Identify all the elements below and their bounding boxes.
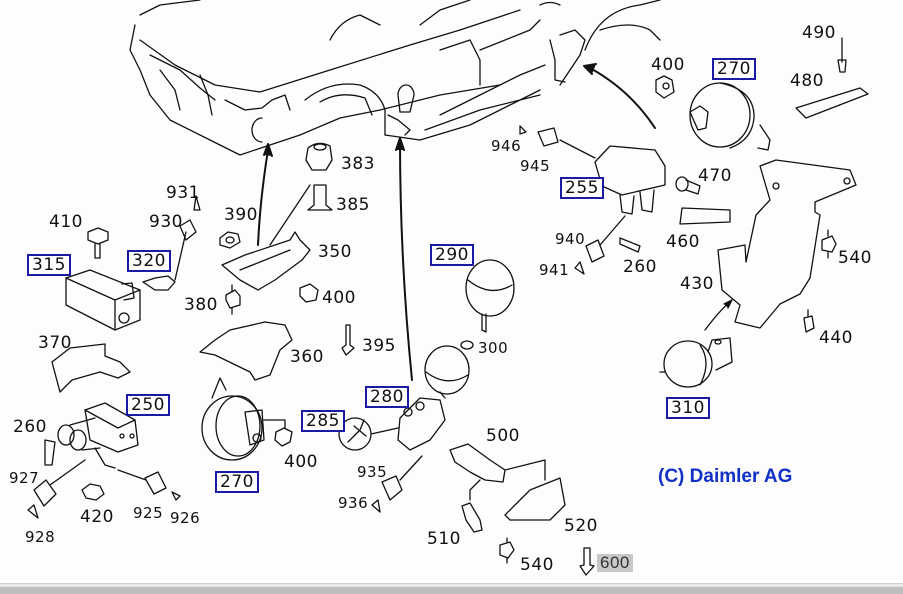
callout-255[interactable]: 255 [560, 177, 604, 199]
callout-600-selected[interactable]: 600 [597, 554, 633, 572]
callout-936[interactable]: 936 [338, 494, 369, 512]
scrollbar-track[interactable] [0, 587, 903, 594]
callout-310[interactable]: 310 [666, 397, 710, 419]
callout-360[interactable]: 360 [290, 347, 324, 367]
callout-540-a[interactable]: 540 [520, 555, 554, 575]
part-370-cover [51, 343, 131, 393]
part-390-nut [219, 231, 241, 249]
callout-927[interactable]: 927 [9, 469, 40, 487]
part-310-accumulator [659, 337, 733, 388]
part-300-seal [460, 340, 474, 350]
callout-260-b[interactable]: 260 [623, 257, 657, 277]
part-927-connector [27, 459, 86, 519]
callout-320[interactable]: 320 [127, 250, 171, 272]
part-935-connector [371, 455, 423, 513]
callout-931[interactable]: 931 [166, 183, 200, 203]
callout-420[interactable]: 420 [80, 507, 114, 527]
part-350-bracket [221, 231, 311, 291]
part-260-clip [44, 439, 56, 466]
part-430-bracket [717, 159, 857, 329]
callout-395[interactable]: 395 [362, 336, 396, 356]
horizontal-scrollbar[interactable] [0, 583, 903, 594]
part-460-plate [679, 207, 731, 225]
callout-500[interactable]: 500 [486, 426, 520, 446]
part-380-mount [225, 284, 241, 315]
callout-946[interactable]: 946 [491, 137, 522, 155]
part-250-valve-block [57, 402, 139, 469]
callout-400-a[interactable]: 400 [322, 288, 356, 308]
callout-350[interactable]: 350 [318, 242, 352, 262]
callout-941[interactable]: 941 [539, 261, 570, 279]
callout-480[interactable]: 480 [790, 71, 824, 91]
callout-440[interactable]: 440 [819, 328, 853, 348]
part-480-rail [795, 87, 869, 119]
part-285-wrench [338, 417, 399, 451]
part-400-nut-b [274, 427, 293, 447]
callout-430[interactable]: 430 [680, 274, 714, 294]
callout-380[interactable]: 380 [184, 295, 218, 315]
part-sphere-lower [424, 345, 470, 399]
part-440-mount [803, 309, 815, 333]
part-360-bracket [199, 321, 293, 381]
callout-540-b[interactable]: 540 [838, 248, 872, 268]
pointer-arrows [257, 63, 733, 381]
part-400-nut-c [655, 75, 675, 99]
callout-520[interactable]: 520 [564, 516, 598, 536]
part-520-plate [504, 477, 566, 521]
callout-460[interactable]: 460 [666, 232, 700, 252]
part-410-bolt [87, 227, 109, 259]
part-260-clip-b [619, 237, 641, 253]
callout-250[interactable]: 250 [126, 394, 170, 416]
callout-945[interactable]: 945 [520, 157, 551, 175]
callout-290[interactable]: 290 [430, 244, 474, 266]
callout-940[interactable]: 940 [555, 230, 586, 248]
callout-490[interactable]: 490 [802, 23, 836, 43]
callout-270-left[interactable]: 270 [215, 471, 259, 493]
part-490-screw [837, 37, 847, 73]
callout-260-a[interactable]: 260 [13, 417, 47, 437]
part-400-nut [299, 283, 319, 303]
part-290-sphere [465, 259, 515, 333]
part-395-bolt [341, 324, 355, 356]
callout-315[interactable]: 315 [27, 254, 71, 276]
part-540-mount-a [821, 229, 837, 259]
part-280-valve [397, 397, 446, 451]
callout-935[interactable]: 935 [357, 463, 388, 481]
callout-930[interactable]: 930 [149, 212, 183, 232]
callout-925[interactable]: 925 [133, 504, 164, 522]
callout-270-right[interactable]: 270 [712, 58, 756, 80]
callout-280[interactable]: 280 [365, 386, 409, 408]
callout-928[interactable]: 928 [25, 528, 56, 546]
callout-285[interactable]: 285 [301, 410, 345, 432]
callout-390[interactable]: 390 [224, 205, 258, 225]
part-255-valve [519, 125, 666, 275]
callout-300[interactable]: 300 [478, 339, 509, 357]
part-540-mount-b [499, 537, 515, 564]
callout-926[interactable]: 926 [170, 509, 201, 527]
part-925-connector [117, 469, 181, 501]
part-600-screw [579, 547, 595, 576]
part-420-nut [81, 483, 105, 501]
part-315-block [65, 269, 141, 331]
part-383-bushing [305, 142, 333, 171]
part-270-accumulator-right [689, 82, 771, 151]
callout-385[interactable]: 385 [336, 195, 370, 215]
callout-370[interactable]: 370 [38, 333, 72, 353]
callout-383[interactable]: 383 [341, 154, 375, 174]
car-body-illustration [129, 0, 661, 156]
part-385-sleeve [269, 184, 333, 246]
part-470-bolt [675, 176, 701, 195]
callout-470[interactable]: 470 [698, 166, 732, 186]
part-320-sensor [142, 195, 201, 291]
part-270-accumulator-left [201, 377, 286, 461]
callout-400-b[interactable]: 400 [284, 452, 318, 472]
callout-410[interactable]: 410 [49, 212, 83, 232]
callout-510[interactable]: 510 [427, 529, 461, 549]
copyright-notice: (C) Daimler AG [658, 466, 793, 487]
part-510-bolt [461, 479, 483, 533]
callout-400-c[interactable]: 400 [651, 55, 685, 75]
part-500-bracket [449, 443, 546, 483]
